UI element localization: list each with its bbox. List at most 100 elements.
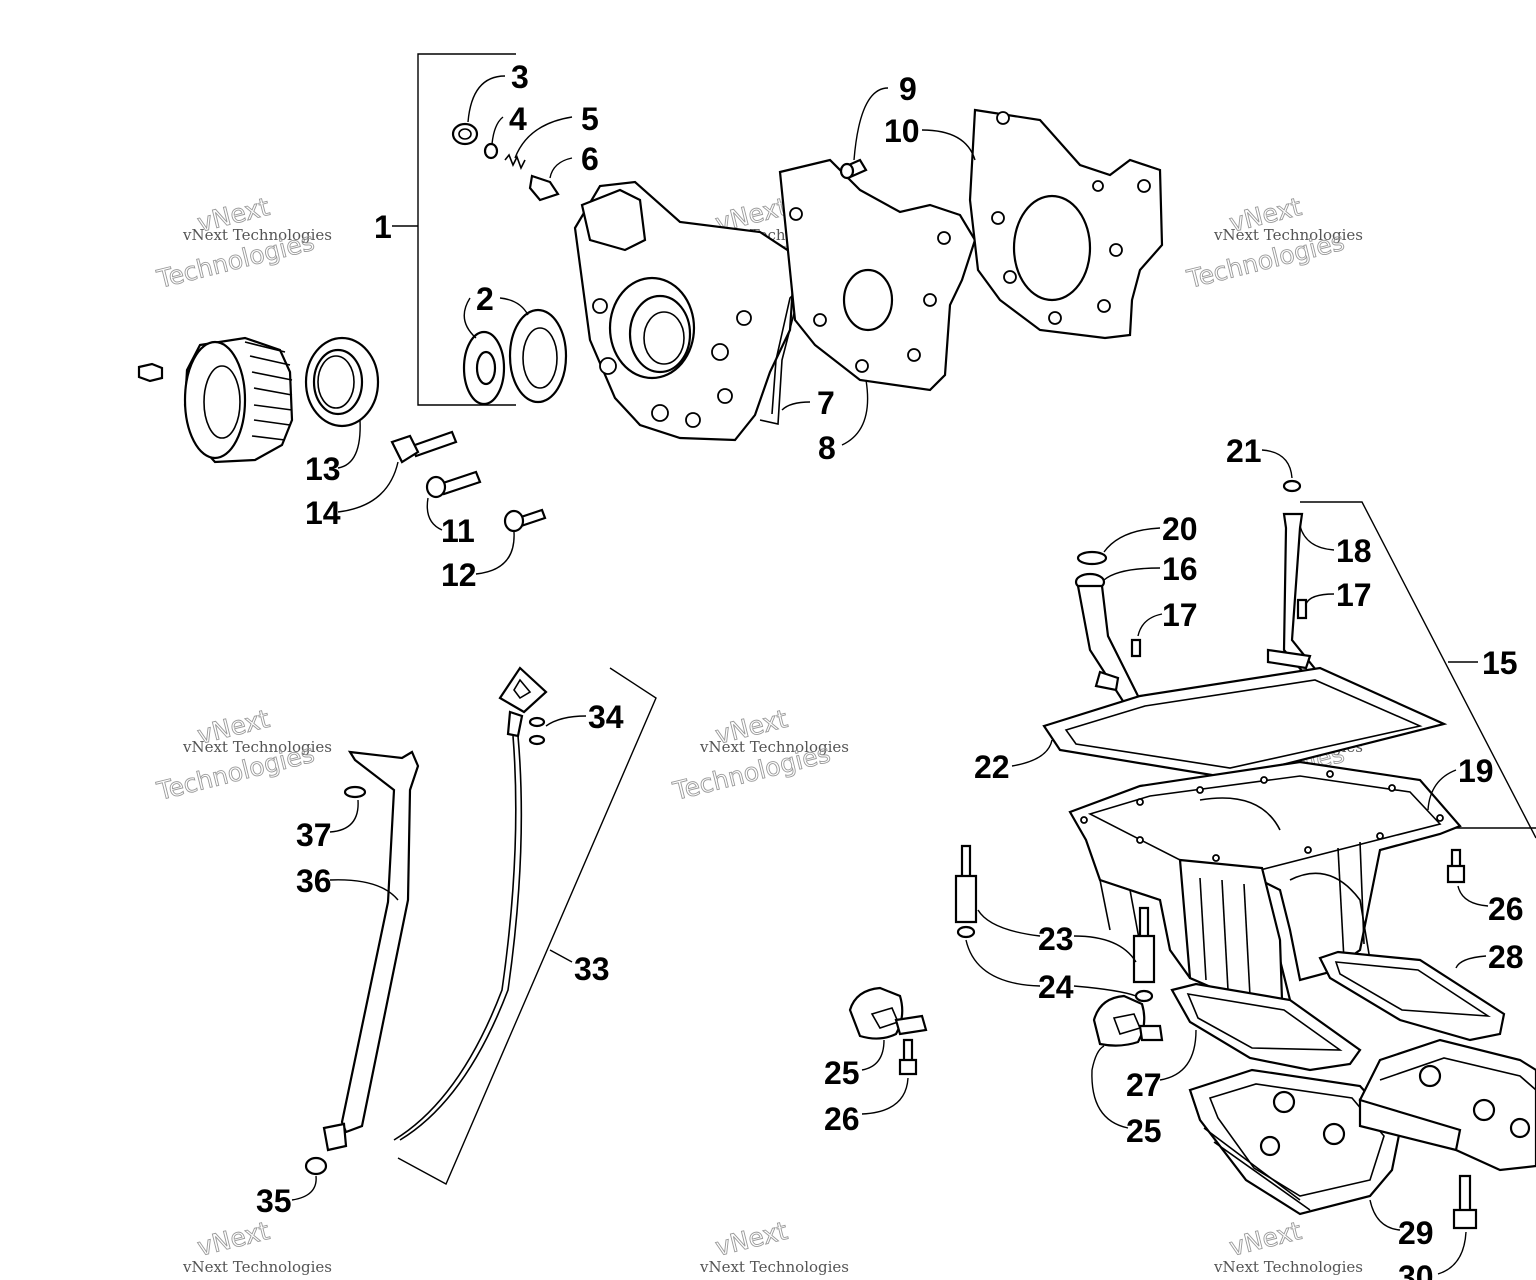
callout-2: 2 (476, 281, 494, 317)
leader-24b (1073, 985, 1137, 997)
callout-18: 18 (1336, 533, 1372, 569)
leader-2 (463, 297, 529, 339)
leader-29 (1369, 1199, 1401, 1231)
leader-34 (545, 715, 587, 727)
callout-10: 10 (884, 113, 920, 149)
callout-27: 27 (1126, 1067, 1162, 1103)
leader-25b (1091, 1045, 1129, 1129)
watermark-bottom-right: vNext vNext Technologies (1213, 1216, 1363, 1276)
leader-9 (853, 87, 889, 161)
screw-17b (1296, 598, 1308, 620)
callout-11: 11 (441, 513, 475, 549)
callout-36: 36 (296, 863, 332, 899)
leader-19 (1427, 769, 1457, 811)
callout-37: 37 (296, 817, 332, 853)
leader-3 (467, 75, 506, 123)
svg-text:vNext Technologies: vNext Technologies (1213, 226, 1363, 244)
callout-13: 13 (305, 451, 341, 487)
callout-19: 19 (1458, 753, 1494, 789)
callout-6: 6 (581, 141, 599, 177)
leader-16 (1103, 567, 1161, 581)
screw-26b (1446, 848, 1466, 884)
relief-plug (451, 122, 479, 146)
o-ring-34b (528, 734, 546, 746)
hose-clamp-25b (1092, 994, 1164, 1047)
socket-bolt-11 (425, 470, 482, 499)
callout-28: 28 (1488, 939, 1524, 975)
inner-rotor (462, 330, 506, 406)
callout-24: 24 (1038, 969, 1074, 1005)
oil-pan-cover (1188, 1038, 1536, 1216)
leader-5 (514, 116, 573, 159)
outer-rotor (508, 308, 568, 404)
leader-23b (1073, 935, 1137, 963)
o-ring-35 (304, 1156, 328, 1176)
callout-17a: 17 (1162, 597, 1198, 633)
washer-24b (1134, 989, 1154, 1003)
svg-text:vNext Technologies: vNext Technologies (1213, 1258, 1363, 1276)
callout-34: 34 (588, 699, 624, 735)
woodruff-key (137, 362, 164, 383)
leader-27 (1159, 1029, 1197, 1081)
pump-cover-plate (968, 108, 1164, 340)
callout-26b: 26 (1488, 891, 1524, 927)
washer-37 (343, 785, 367, 799)
mounting-screw-9 (839, 158, 868, 180)
svg-text:vNext Technologies: vNext Technologies (699, 1258, 849, 1276)
screw-26a (898, 1038, 918, 1076)
washer-24a (956, 925, 976, 939)
bolt-30 (1452, 1174, 1478, 1230)
callout-21: 21 (1226, 433, 1262, 469)
callout-8: 8 (818, 430, 836, 466)
leader-14 (337, 461, 399, 513)
o-ring-34a (528, 716, 546, 728)
bracket-oil-pan-assembly (1300, 501, 1536, 839)
leader-18 (1299, 525, 1335, 551)
relief-spring (504, 153, 526, 171)
leader-17a (1137, 613, 1163, 637)
callout-33: 33 (574, 951, 610, 987)
callout-25a: 25 (824, 1055, 860, 1091)
callout-14: 14 (305, 495, 341, 531)
callout-29: 29 (1398, 1215, 1434, 1251)
oil-seal (304, 336, 380, 428)
socket-bolt-12 (503, 508, 547, 533)
screw-17a (1130, 638, 1142, 658)
callout-22: 22 (974, 749, 1010, 785)
cover-gasket-27 (1170, 982, 1362, 1072)
callout-23: 23 (1038, 921, 1074, 957)
leader-23a (977, 909, 1041, 937)
leader-22 (1011, 739, 1053, 767)
watermark-bottom-center: vNext vNext Technologies (699, 1216, 849, 1276)
bracket-dipstick (397, 667, 657, 1185)
svg-text:vNext Technologies: vNext Technologies (182, 738, 332, 756)
relief-plunger (528, 174, 560, 202)
callout-35: 35 (256, 1183, 292, 1219)
stud-23b (1132, 906, 1156, 984)
callout-25b: 25 (1126, 1113, 1162, 1149)
leader-4 (491, 116, 504, 145)
leader-25a (861, 1039, 885, 1071)
svg-text:vNext: vNext (1226, 1216, 1304, 1262)
stud-23a (954, 844, 978, 924)
leader-21 (1261, 449, 1293, 479)
callout-1: 1 (374, 209, 392, 245)
leader-20 (1103, 527, 1161, 553)
o-ring-20 (1076, 550, 1108, 566)
leader-28 (1455, 955, 1487, 969)
dipstick-tube (322, 750, 420, 1152)
oil-pump-housing (573, 180, 797, 442)
leader-12 (475, 531, 515, 575)
flange-bolt-14 (390, 430, 458, 464)
callout-5: 5 (581, 101, 599, 137)
callout-16: 16 (1162, 551, 1198, 587)
leader-17b (1305, 593, 1335, 605)
oil-pan-gasket (1042, 666, 1448, 780)
callout-20: 20 (1162, 511, 1198, 547)
callout-12: 12 (441, 557, 477, 593)
svg-text:vNext Technologies: vNext Technologies (182, 1258, 332, 1276)
o-ring-21 (1282, 479, 1302, 493)
oil-pan (1068, 760, 1462, 1006)
callout-17b: 17 (1336, 577, 1372, 613)
